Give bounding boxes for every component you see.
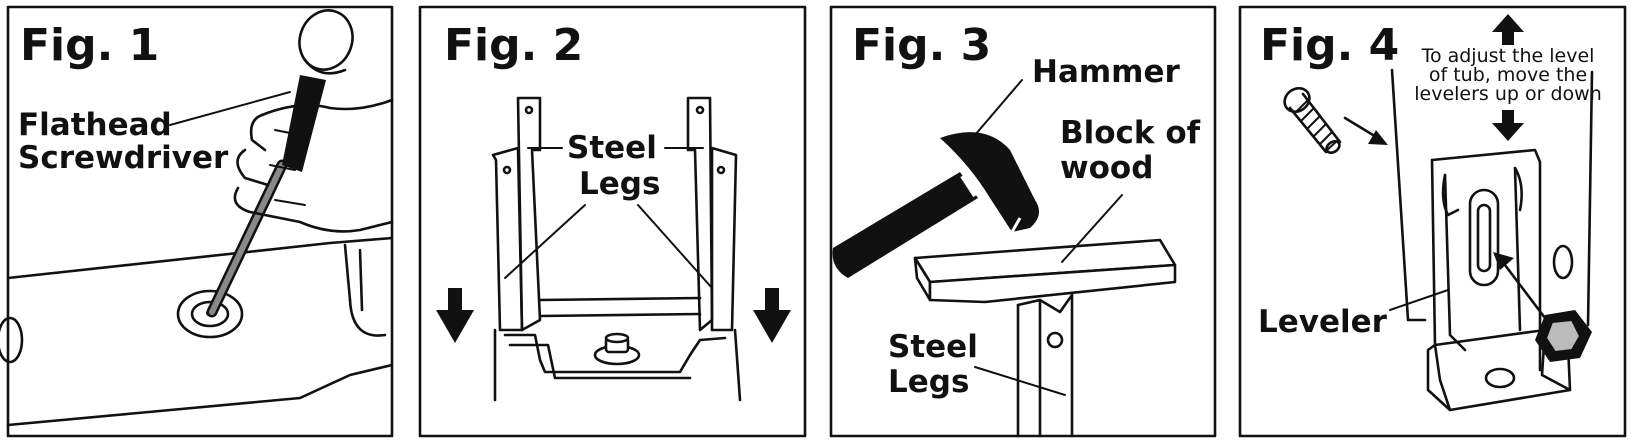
hammer <box>832 132 1039 278</box>
tub-surface <box>0 236 394 427</box>
panel-fig4: Fig. 4 To adjust the level of tub, move … <box>1238 5 1627 438</box>
panel-frame <box>6 5 394 438</box>
right-steel-leg <box>686 96 738 332</box>
down-arrow-right-icon <box>753 288 791 343</box>
panel-frame <box>418 5 807 438</box>
callout-leader <box>169 91 291 126</box>
panel-frame <box>829 5 1217 438</box>
leveler-bracket <box>1426 148 1574 412</box>
callout-steel: Steel <box>567 130 657 166</box>
leveler-bolt <box>1283 87 1342 155</box>
callout-leader <box>1389 289 1449 311</box>
tub-wall <box>1390 68 1594 327</box>
down-arrow-left-icon <box>436 288 474 343</box>
panel-fig1: Fig. 1 <box>0 5 394 438</box>
leveler-nut <box>1535 310 1592 362</box>
panel-title: Fig. 4 <box>1260 20 1399 71</box>
insert-arrow-icon <box>1343 116 1388 145</box>
left-steel-leg <box>491 96 542 332</box>
callout-flathead: Flathead <box>18 107 172 143</box>
leveler-bolt <box>593 332 641 366</box>
nut-insert-arrow-icon <box>1493 252 1547 320</box>
panel-title: Fig. 1 <box>20 20 159 71</box>
panel-title: Fig. 2 <box>444 20 583 71</box>
callout-leveler: Leveler <box>1258 304 1388 340</box>
callout-leaders <box>504 147 713 289</box>
callout-steel: Steel <box>888 329 978 365</box>
callout-block-of: Block of <box>1060 115 1201 151</box>
adjust-note-line-2: of tub, move the <box>1429 64 1587 86</box>
screwdriver <box>206 9 354 318</box>
block-of-wood <box>913 238 1177 304</box>
hand <box>233 98 394 233</box>
panel-fig3: Fig. 3 Hammer Block of <box>829 5 1217 438</box>
panel-fig2: Fig. 2 <box>418 5 807 438</box>
callout-screwdriver: Screwdriver <box>18 140 229 176</box>
panel-title: Fig. 3 <box>852 20 991 71</box>
panel-frame <box>1238 5 1627 438</box>
callout-leaders <box>974 79 1123 396</box>
adjust-note-line-1: To adjust the level <box>1421 45 1595 67</box>
callout-wood: wood <box>1060 150 1153 186</box>
adjust-note-line-3: levelers up or down <box>1414 83 1602 105</box>
callout-legs: Legs <box>888 364 969 400</box>
callout-legs: Legs <box>579 166 660 202</box>
down-arrow-icon <box>1492 110 1524 141</box>
steel-leg <box>1016 293 1074 438</box>
tub-base <box>493 296 742 402</box>
callout-hammer: Hammer <box>1032 54 1180 90</box>
up-arrow-icon <box>1492 14 1524 45</box>
